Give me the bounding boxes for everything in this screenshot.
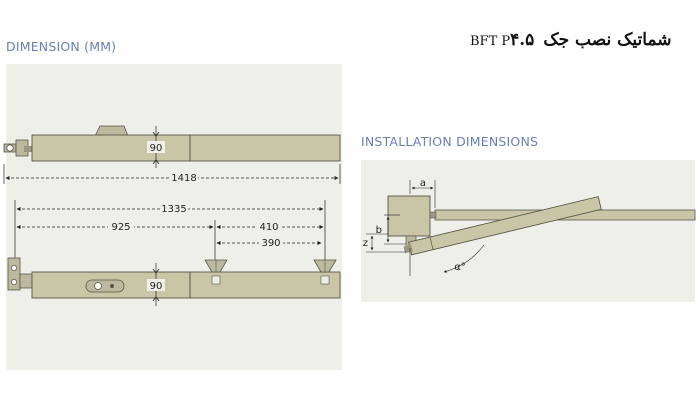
dim-height-bottom: 90 bbox=[150, 281, 163, 292]
dim-span-925: 925 bbox=[111, 222, 130, 233]
actuator-top bbox=[3, 125, 341, 162]
dim-span-410: 410 bbox=[259, 222, 278, 233]
dimension-drawing: 90 1418 1335 925 410 390 bbox=[3, 125, 341, 306]
dimension-panel bbox=[6, 64, 342, 370]
title-model-number: ۴.۵ bbox=[510, 30, 535, 50]
actuator-installed bbox=[403, 196, 602, 256]
gate-post bbox=[387, 195, 431, 237]
label-alpha: α° bbox=[454, 262, 466, 273]
label-a: a bbox=[420, 178, 426, 189]
dim-height-top: 90 bbox=[150, 143, 163, 154]
label-z: z bbox=[363, 238, 368, 249]
actuator-bottom bbox=[7, 257, 341, 299]
installation-drawing: a b z α° bbox=[363, 178, 696, 276]
label-b: b bbox=[376, 225, 382, 236]
dim-span-1335: 1335 bbox=[161, 204, 186, 215]
installation-heading: INSTALLATION DIMENSIONS bbox=[361, 134, 539, 149]
dim-total-length: 1418 bbox=[171, 173, 196, 184]
page-title: BFT P۴.۵ شماتیک نصب جک bbox=[470, 30, 690, 54]
title-model-prefix: BFT P bbox=[470, 34, 511, 49]
dim-span-390: 390 bbox=[261, 238, 280, 249]
dimension-heading: DIMENSION (MM) bbox=[6, 39, 117, 54]
title-persian: شماتیک نصب جک bbox=[543, 30, 672, 50]
